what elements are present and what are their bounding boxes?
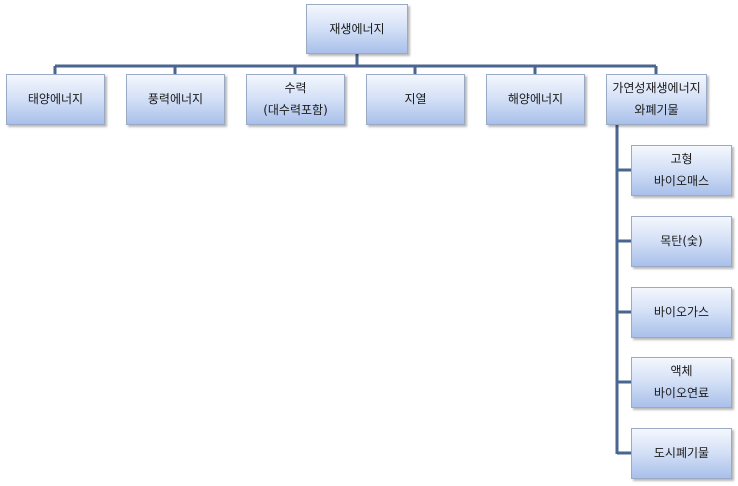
root-node-renewable-energy: 재생에너지 (306, 4, 408, 54)
node-municipal-waste: 도시폐기물 (631, 428, 732, 479)
node-charcoal: 목탄(숯) (631, 216, 732, 267)
node-label-line1: 고형 (670, 152, 693, 167)
node-solid-biomass: 고형 바이오매스 (631, 145, 732, 196)
node-label: 지열 (404, 92, 427, 107)
node-solar-energy: 태양에너지 (6, 74, 105, 125)
node-label-line1: 액체 (670, 364, 693, 379)
node-label: 도시폐기물 (653, 446, 710, 461)
node-combustible-renewables-and-waste: 가연성재생에너지 와폐기물 (606, 74, 707, 125)
node-label-line2: (대수력포함) (263, 102, 328, 117)
node-label: 해양에너지 (507, 92, 564, 107)
node-label: 태양에너지 (27, 92, 84, 107)
node-label-line1: 수력 (284, 81, 307, 96)
node-label: 바이오가스 (653, 305, 710, 320)
node-label-line1: 가연성재생에너지 (612, 81, 701, 96)
node-label-line2: 와폐기물 (634, 102, 679, 117)
node-label: 풍력에너지 (147, 92, 204, 107)
node-label-line2: 바이오연료 (653, 385, 710, 400)
node-wind-energy: 풍력에너지 (126, 74, 225, 125)
node-liquid-biofuel: 액체 바이오연료 (631, 357, 732, 408)
node-ocean-energy: 해양에너지 (486, 74, 585, 125)
node-biogas: 바이오가스 (631, 287, 732, 338)
node-hydro-power: 수력 (대수력포함) (246, 74, 345, 125)
node-label-line2: 바이오매스 (653, 173, 710, 188)
node-label: 재생에너지 (329, 21, 385, 36)
node-geothermal: 지열 (366, 74, 465, 125)
node-label: 목탄(숯) (660, 234, 703, 249)
